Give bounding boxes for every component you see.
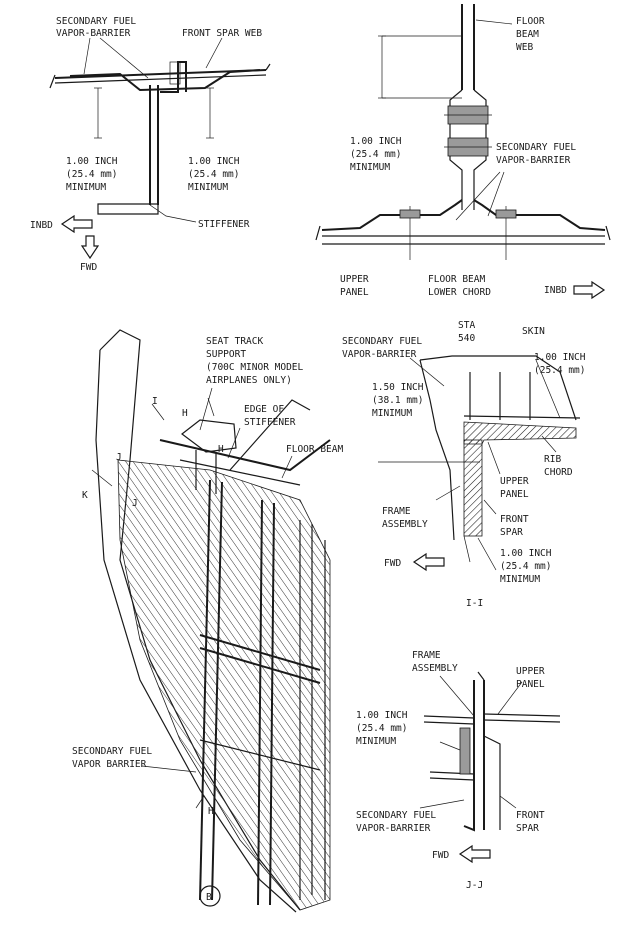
section-mark-h3: H [208,806,214,817]
label-rib-chord-1: RIB [544,454,561,465]
label-frame-jj-2: ASSEMBLY [412,663,458,674]
label-upper-panel-tr-1: UPPER [340,274,369,285]
label-stiffener: STIFFENER [198,219,250,230]
label-upper-panel-jj-2: PANEL [516,679,545,690]
label-rib-chord-2: CHORD [544,467,573,478]
view-section-jj [419,671,561,864]
label-front-spar-ii-1: FRONT [500,514,529,525]
dim-bottom-ii-3: MINIMUM [500,574,540,585]
label-frame-jj-1: FRAME [412,650,441,661]
arrow-fwd-ii-text: FWD [384,558,401,569]
label-front-spar-jj-2: SPAR [516,823,539,834]
detail-b-letter: B [206,892,212,903]
section-mark-h2: H [218,444,224,455]
dim-top-ii-1: 1.00 INCH [534,352,586,363]
label-vapor-barrier-tr-1: SECONDARY FUEL [496,142,576,153]
arrow-inbd-tr-text: INBD [544,285,567,296]
section-jj-title: J-J [466,880,483,891]
label-edge-stiffener-2: STIFFENER [244,417,296,428]
section-mark-h1: H [182,408,188,419]
label-frame-ii-2: ASSEMBLY [382,519,428,530]
label-vapor-barrier-main-2: VAPOR BARRIER [72,759,147,770]
label-vapor-barrier-jj-1: SECONDARY FUEL [356,810,436,821]
dim-jj-1: 1.00 INCH [356,710,408,721]
label-vapor-barrier-tr-2: VAPOR-BARRIER [496,155,571,166]
label-upper-panel-jj-1: UPPER [516,666,545,677]
label-upper-panel-tr-2: PANEL [340,287,369,298]
section-mark-i: I [152,396,158,407]
dim-left-ii-3: MINIMUM [372,408,412,419]
label-floor-beam-main: FLOOR BEAM [286,444,343,455]
label-seat-track-4: AIRPLANES ONLY) [206,375,292,386]
dim-tr-2: (25.4 mm) [350,149,401,160]
label-front-spar-jj-1: FRONT [516,810,545,821]
dim-left-tl-2: (25.4 mm) [66,169,117,180]
arrow-fwd-tl-text: FWD [80,262,97,273]
section-mark-j1: J [116,452,122,463]
dim-left-tl-1: 1.00 INCH [66,156,118,167]
section-mark-j2: J [132,498,138,509]
label-seat-track-1: SEAT TRACK [206,336,263,347]
dim-right-tl-1: 1.00 INCH [188,156,240,167]
view-floor-beam [315,4,611,300]
label-vapor-barrier-ii-1: SECONDARY FUEL [342,336,422,347]
label-vapor-barrier-tl-1: SECONDARY FUEL [56,16,136,27]
label-floor-beam-web-3: WEB [516,42,533,53]
label-vapor-barrier-tl-2: VAPOR-BARRIER [56,28,131,39]
label-skin: SKIN [522,326,545,337]
label-sta-2: 540 [458,333,475,344]
view-section-ii [378,355,581,572]
dim-right-tl-3: MINIMUM [188,182,228,193]
label-seat-track-2: SUPPORT [206,349,246,360]
label-frame-ii-1: FRAME [382,506,411,517]
dim-tr-1: 1.00 INCH [350,136,402,147]
label-vapor-barrier-main-1: SECONDARY FUEL [72,746,152,757]
dim-right-tl-2: (25.4 mm) [188,169,239,180]
label-lower-chord-1: FLOOR BEAM [428,274,485,285]
dim-left-ii-1: 1.50 INCH [372,382,424,393]
dim-bottom-ii-1: 1.00 INCH [500,548,552,559]
dim-left-tl-3: MINIMUM [66,182,106,193]
label-sta-1: STA [458,320,475,331]
dim-bottom-ii-2: (25.4 mm) [500,561,551,572]
dim-tr-3: MINIMUM [350,162,390,173]
label-seat-track-3: (700C MINOR MODEL [206,362,304,373]
label-edge-stiffener-1: EDGE OF [244,404,284,415]
label-front-spar-web: FRONT SPAR WEB [182,28,262,39]
dim-jj-2: (25.4 mm) [356,723,407,734]
label-front-spar-ii-2: SPAR [500,527,523,538]
label-vapor-barrier-jj-2: VAPOR-BARRIER [356,823,431,834]
label-upper-panel-ii-2: PANEL [500,489,529,500]
arrow-inbd-tl-text: INBD [30,220,53,231]
dim-top-ii-2: (25.4 mm) [534,365,585,376]
dim-jj-3: MINIMUM [356,736,396,747]
label-vapor-barrier-ii-2: VAPOR-BARRIER [342,349,417,360]
section-mark-k: K [82,490,88,501]
label-floor-beam-web-1: FLOOR [516,16,545,27]
section-ii-title: I-I [466,598,483,609]
dim-left-ii-2: (38.1 mm) [372,395,423,406]
view-spar-stiffener [49,37,271,260]
view-main-isometric [91,329,331,913]
label-lower-chord-2: LOWER CHORD [428,287,491,298]
label-upper-panel-ii-1: UPPER [500,476,529,487]
label-floor-beam-web-2: BEAM [516,29,539,40]
detail-b-circle [199,885,221,907]
arrow-fwd-jj-text: FWD [432,850,449,861]
